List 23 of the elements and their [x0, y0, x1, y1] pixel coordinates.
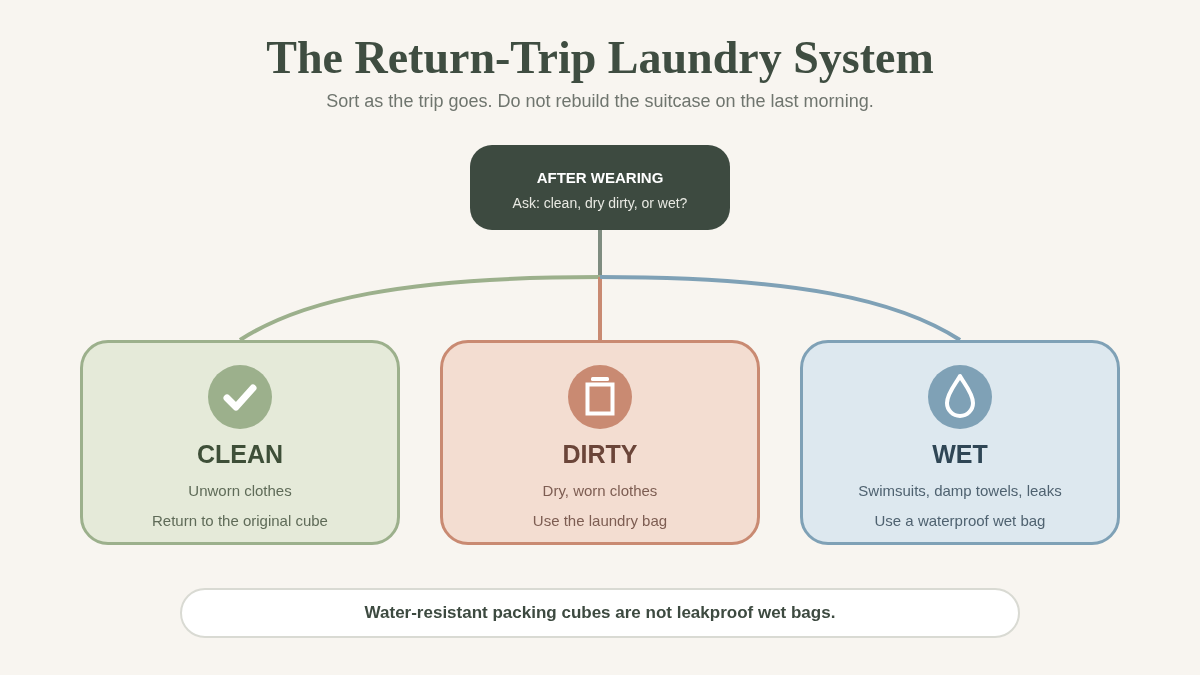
connector-line — [599, 275, 962, 342]
card-text: Swimsuits, damp towels, leaks — [858, 481, 1062, 501]
card-text: Return to the original cube — [152, 511, 328, 531]
note-pill — [180, 588, 1020, 638]
subtitle-text: Sort as the trip goes. Do not rebuild the suitcase on the last morning. — [326, 90, 874, 113]
card-title: DIRTY — [562, 439, 638, 469]
decision-box — [470, 145, 730, 230]
card-text: Unworn clothes — [188, 481, 292, 501]
card-text: Dry, worn clothes — [542, 481, 658, 501]
category-card — [800, 340, 1120, 545]
category-card — [80, 340, 400, 545]
node-text: Ask: clean, dry dirty, or wet? — [512, 193, 688, 213]
card-title: WET — [932, 439, 988, 469]
connector-line — [598, 277, 602, 340]
note-text: Water-resistant packing cubes are not leakproof wet bags. — [364, 602, 836, 624]
connector-line — [238, 275, 601, 342]
card-text: Use the laundry bag — [532, 511, 668, 531]
connector-line — [598, 230, 602, 277]
card-text: Use a waterproof wet bag — [874, 511, 1046, 531]
category-card — [440, 340, 760, 545]
diagram-title: The Return-Trip Laundry System — [266, 31, 934, 85]
card-title: CLEAN — [196, 439, 284, 469]
node-heading: AFTER WEARING — [536, 167, 664, 188]
